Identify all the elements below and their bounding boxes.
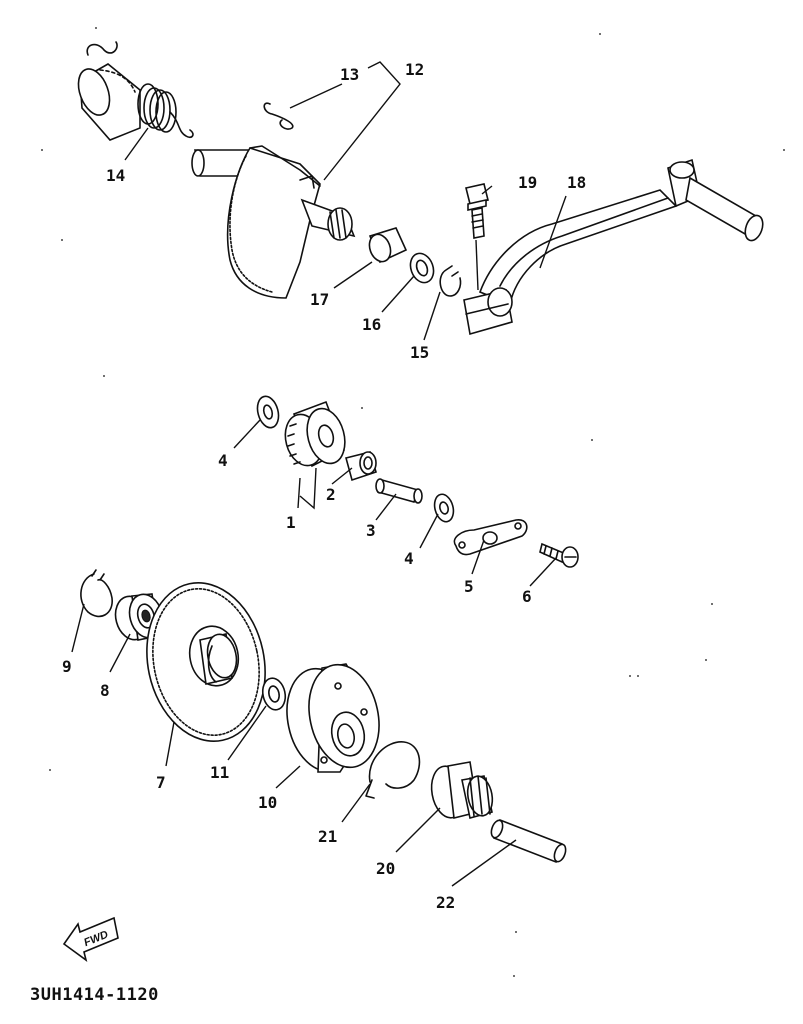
part-19-bolt — [465, 183, 489, 239]
part-15-circlip — [439, 265, 462, 297]
part-21-spring-clip — [365, 741, 421, 799]
callout-15: 15 — [410, 343, 429, 362]
part-18-kick-arm — [463, 158, 764, 336]
part-10-clutch-hub — [286, 663, 380, 773]
part-5-plate — [453, 519, 528, 556]
fwd-arrow-icon: FWD — [62, 916, 119, 962]
callout-22: 22 — [436, 893, 455, 912]
callout-1: 1 — [286, 513, 296, 532]
part-12-kick-shaft — [191, 145, 356, 299]
callout-2: 2 — [326, 485, 336, 504]
callout-10: 10 — [258, 793, 277, 812]
part-13-clip — [263, 102, 294, 130]
callout-4-lower: 4 — [404, 549, 414, 568]
callout-4-upper: 4 — [218, 451, 228, 470]
callout-20: 20 — [376, 859, 395, 878]
callout-labels: 14 13 12 17 16 15 19 18 4 1 2 3 4 5 6 9 … — [62, 60, 586, 912]
part-16-washer — [409, 252, 435, 284]
callout-6: 6 — [522, 587, 532, 606]
part-9-circlip — [80, 569, 113, 618]
part-22-pin — [490, 818, 567, 864]
callout-12: 12 — [405, 60, 424, 79]
part-4-washer-upper — [256, 395, 280, 429]
callout-21: 21 — [318, 827, 337, 846]
callout-3: 3 — [366, 521, 376, 540]
part-20-pinion — [430, 761, 494, 819]
part-4-washer-lower — [433, 493, 455, 523]
scan-specks — [41, 27, 785, 977]
part-2-bushing — [345, 451, 377, 482]
callout-19: 19 — [518, 173, 537, 192]
callout-14: 14 — [106, 166, 125, 185]
callout-5: 5 — [464, 577, 474, 596]
callout-17: 17 — [310, 290, 329, 309]
callout-9: 9 — [62, 657, 72, 676]
callout-8: 8 — [100, 681, 110, 700]
part-11-washer — [261, 677, 287, 711]
callout-18: 18 — [567, 173, 586, 192]
part-14-spring — [77, 41, 194, 141]
callout-13: 13 — [340, 65, 359, 84]
callout-16: 16 — [362, 315, 381, 334]
part-6-screw — [539, 542, 579, 568]
part-code-label: 3UH1414-1120 — [30, 985, 159, 1005]
callout-7: 7 — [156, 773, 166, 792]
part-1-idler-gear — [284, 400, 346, 468]
part-17-collar — [368, 227, 408, 264]
leader-lines — [71, 61, 567, 887]
part-3-shaft — [375, 478, 423, 504]
callout-11: 11 — [210, 763, 229, 782]
part-7-driven-gear — [146, 582, 266, 742]
